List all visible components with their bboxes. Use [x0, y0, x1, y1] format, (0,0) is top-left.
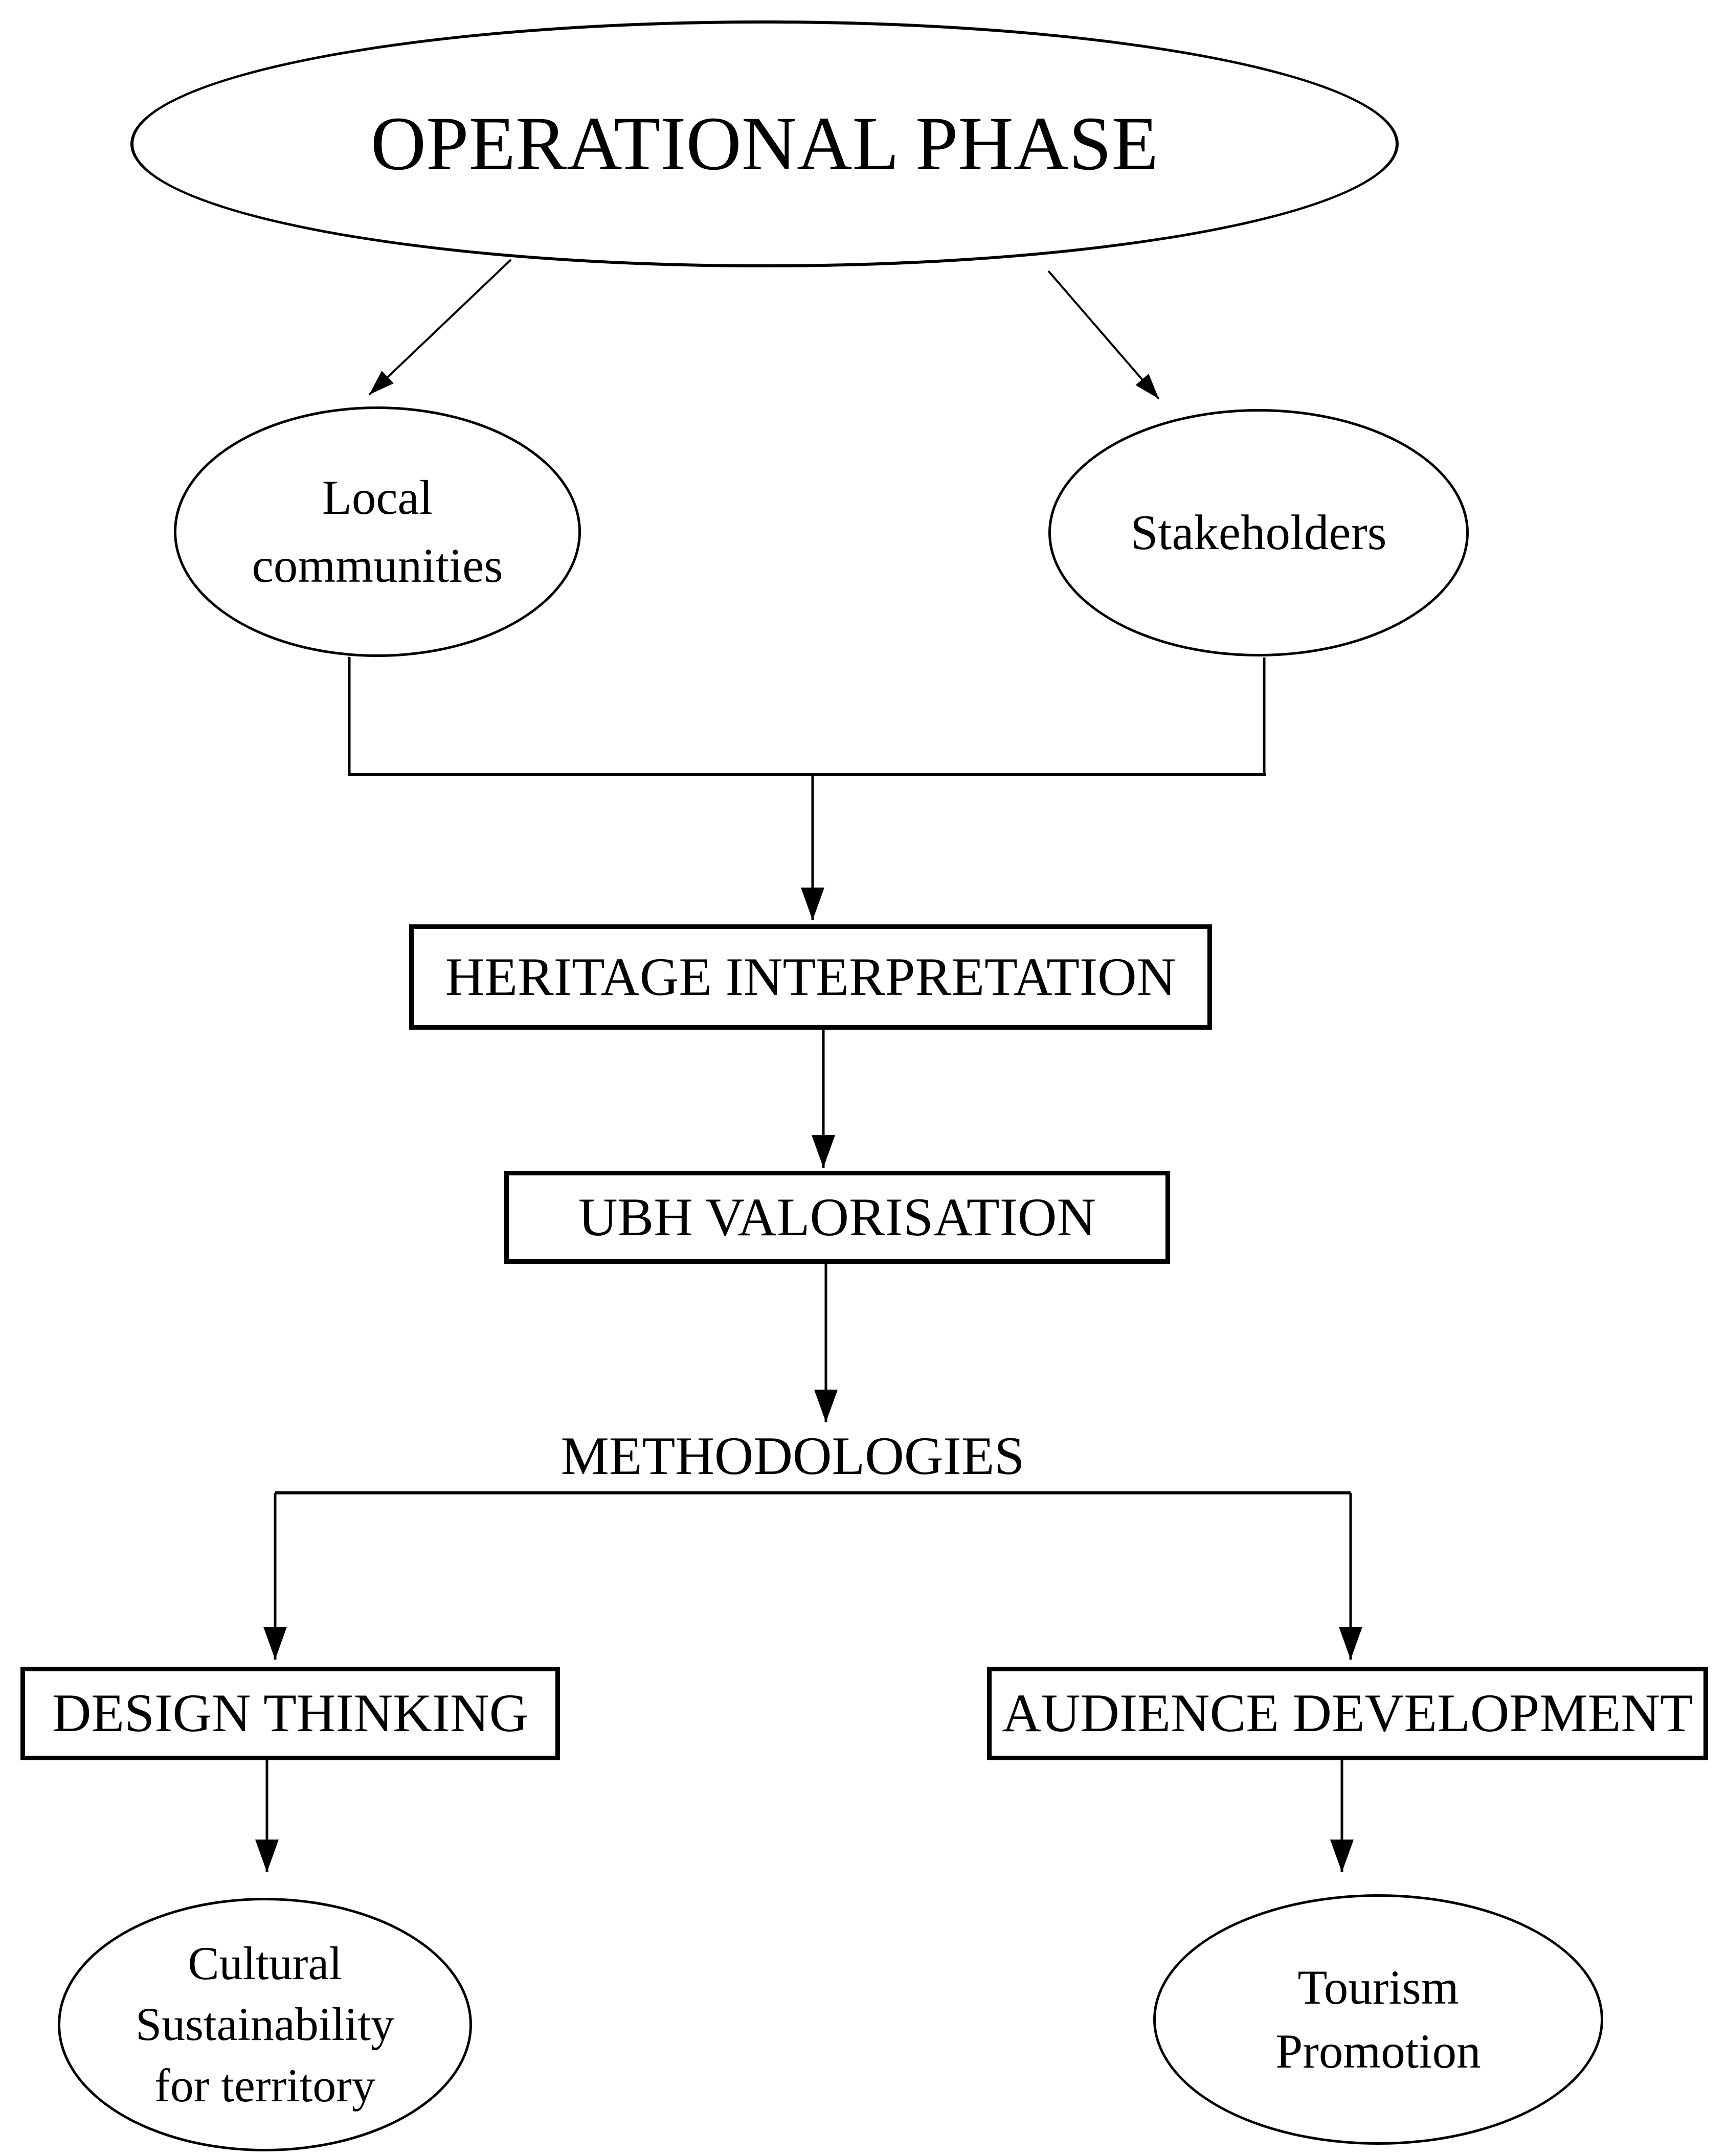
node-design-thinking: DESIGN THINKING	[20, 1667, 560, 1760]
node-cultural-sustainability-line2: Sustainability	[136, 1998, 394, 2051]
node-tourism-promotion: Tourism Promotion	[1153, 1894, 1603, 2145]
node-local-communities: Local communities	[174, 406, 581, 657]
node-heritage-interpretation: HERITAGE INTERPRETATION	[409, 924, 1212, 1030]
node-methodologies-label: METHODOLOGIES	[560, 1425, 1025, 1486]
edge-operational-to-local	[368, 259, 512, 396]
node-stakeholders: Stakeholders	[1048, 409, 1469, 656]
node-ubh-valorisation: UBH VALORISATION	[504, 1171, 1170, 1264]
node-methodologies: METHODOLOGIES	[435, 1425, 1151, 1487]
node-audience-development-label: AUDIENCE DEVELOPMENT	[1002, 1683, 1693, 1743]
node-operational-phase-label: OPERATIONAL PHASE	[370, 101, 1159, 186]
node-audience-development: AUDIENCE DEVELOPMENT	[987, 1667, 1708, 1760]
node-stakeholders-label: Stakeholders	[1130, 505, 1387, 560]
node-tourism-promotion-line2: Promotion	[1275, 2024, 1481, 2078]
node-operational-phase: OPERATIONAL PHASE	[130, 20, 1399, 267]
node-design-thinking-label: DESIGN THINKING	[52, 1683, 529, 1743]
node-tourism-promotion-line1: Tourism	[1297, 1960, 1459, 2014]
edge-operational-to-stakeholders	[1047, 270, 1160, 400]
node-cultural-sustainability: Cultural Sustainability for territory	[58, 1898, 472, 2151]
node-heritage-interpretation-label: HERITAGE INTERPRETATION	[445, 946, 1176, 1007]
node-cultural-sustainability-line1: Cultural	[188, 1937, 342, 1989]
node-cultural-sustainability-line3: for territory	[154, 2059, 375, 2112]
node-local-communities-line1: Local	[322, 470, 433, 525]
node-ubh-valorisation-label: UBH VALORISATION	[578, 1187, 1096, 1247]
node-local-communities-line2: communities	[252, 538, 503, 593]
